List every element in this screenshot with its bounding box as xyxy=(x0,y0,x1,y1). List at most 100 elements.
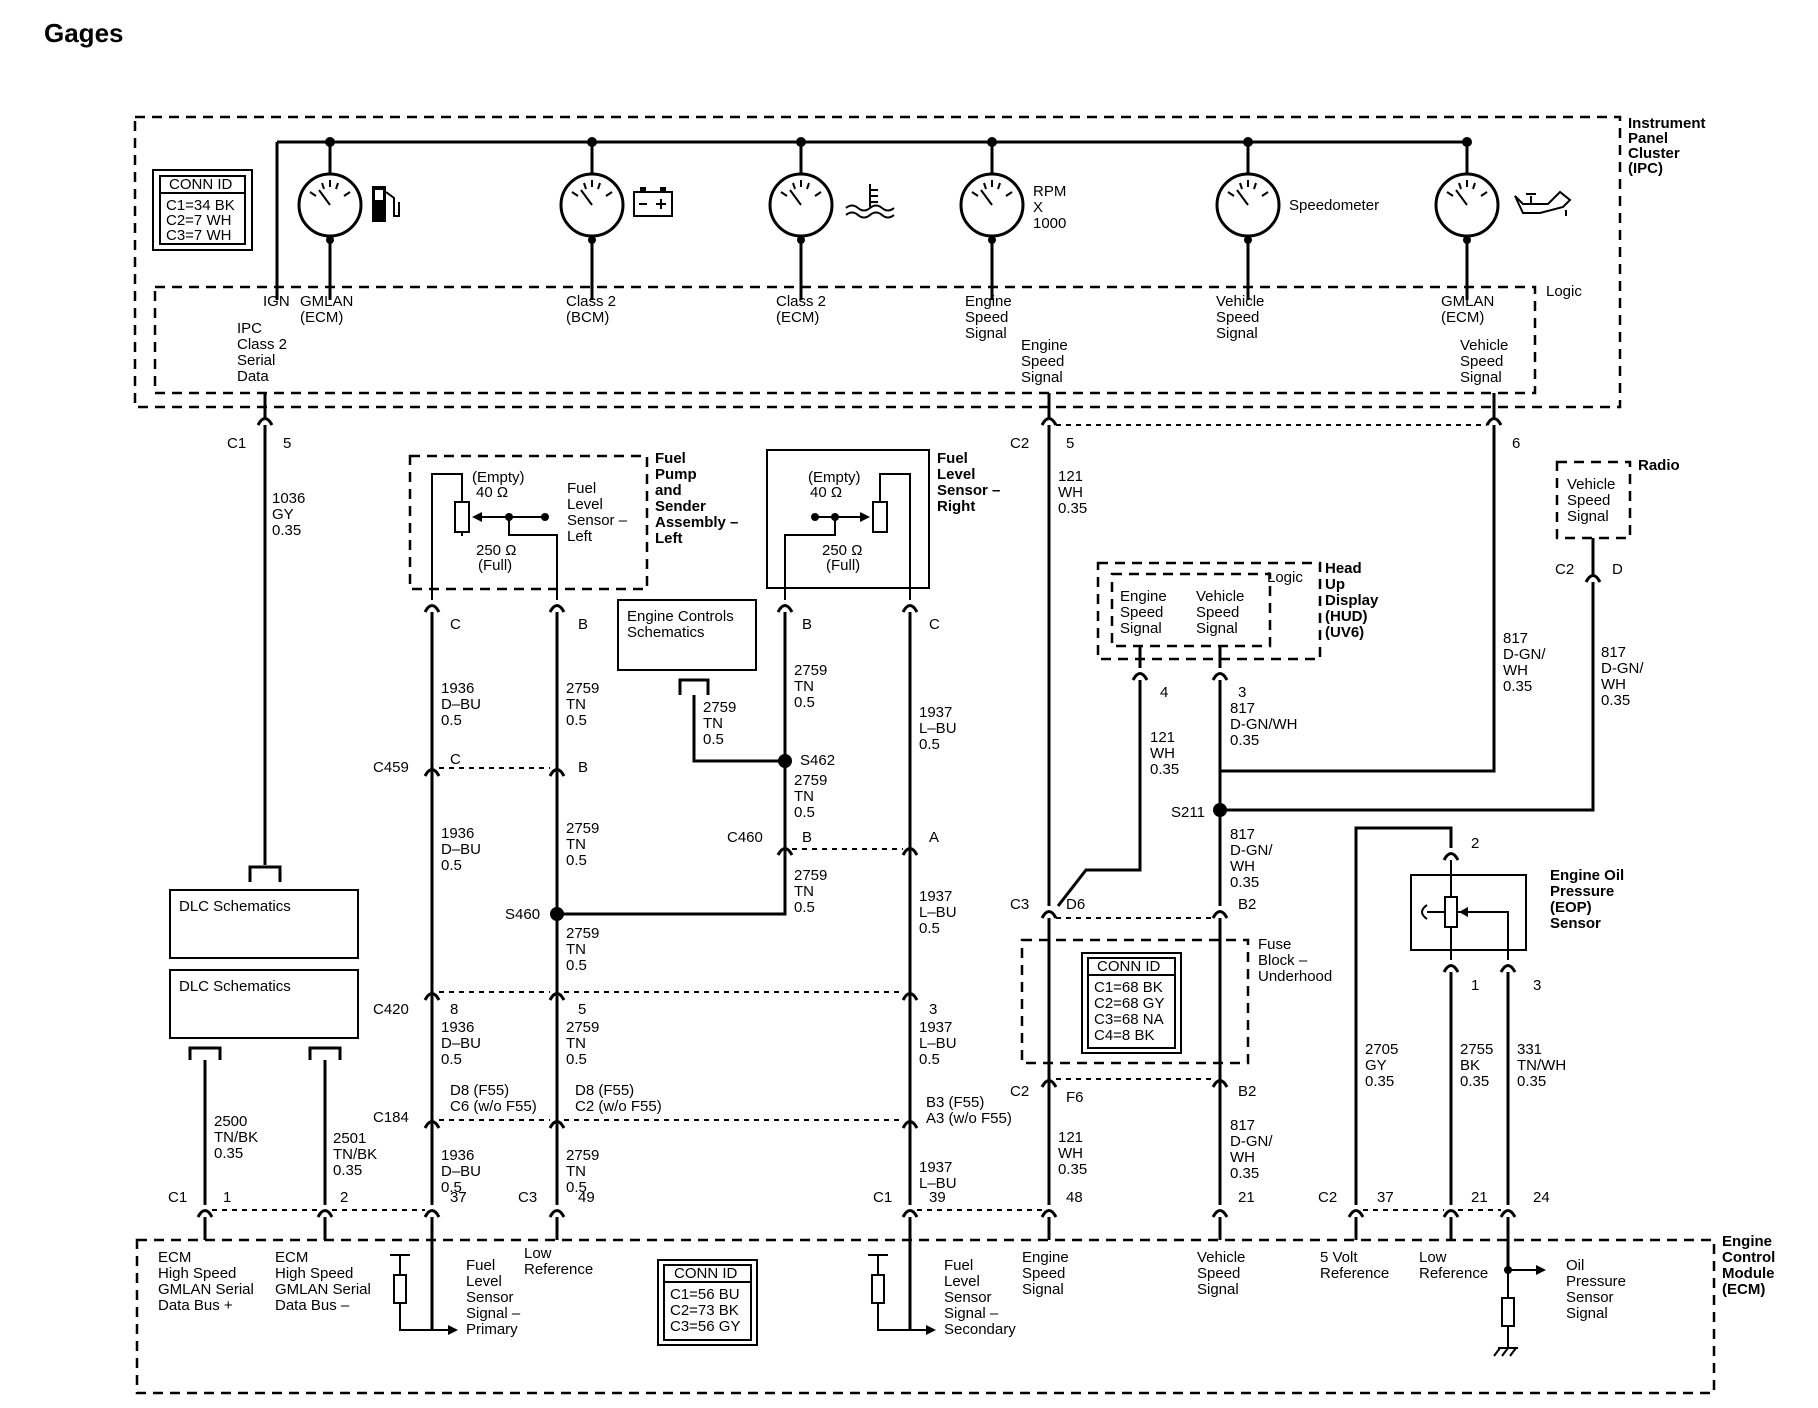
svg-text:B: B xyxy=(578,616,588,633)
svg-text:Speed: Speed xyxy=(1021,353,1064,370)
svg-text:C1=56 BU: C1=56 BU xyxy=(670,1286,740,1303)
fuel-right-pin-b: B xyxy=(776,604,812,633)
fuel-level-sensor-left: (Empty) 40 Ω 250 Ω (Full) Fuel Level Sen… xyxy=(431,469,628,600)
svg-text:2: 2 xyxy=(340,1189,348,1206)
gmlan-ecm-label-2: GMLAN (ECM) xyxy=(1441,293,1494,326)
svg-text:Cluster: Cluster xyxy=(1628,145,1680,162)
svg-text:C3=7 WH: C3=7 WH xyxy=(166,227,231,244)
svg-text:GY: GY xyxy=(1365,1057,1387,1074)
svg-text:0.5: 0.5 xyxy=(703,731,724,748)
svg-text:3: 3 xyxy=(1238,684,1246,701)
svg-text:1937: 1937 xyxy=(919,1159,952,1176)
svg-text:5: 5 xyxy=(283,435,291,452)
tachometer-gauge: RPM X 1000 xyxy=(959,137,1066,300)
svg-text:0.35: 0.35 xyxy=(1517,1073,1546,1090)
svg-text:Sensor –: Sensor – xyxy=(937,482,1000,499)
dlc-connector-top xyxy=(248,865,282,882)
svg-text:WH: WH xyxy=(1058,484,1083,501)
svg-text:2759: 2759 xyxy=(794,662,827,679)
wire-2759-label-d: 2759 TN 0.5 xyxy=(566,1147,599,1196)
wire-2759-label-fr: 2759 TN 0.5 xyxy=(794,662,827,711)
splice-s462-label: S462 xyxy=(800,752,835,769)
svg-text:GY: GY xyxy=(272,506,294,523)
svg-text:0.5: 0.5 xyxy=(441,1179,462,1196)
ecm-low-reference-label-2: Low Reference xyxy=(1419,1249,1488,1282)
svg-text:2500: 2500 xyxy=(214,1113,247,1130)
speedometer-gauge: Speedometer xyxy=(1215,137,1379,300)
svg-text:Sensor: Sensor xyxy=(466,1289,514,1306)
svg-text:2759: 2759 xyxy=(794,772,827,789)
svg-text:B: B xyxy=(802,616,812,633)
svg-text:Head: Head xyxy=(1325,560,1362,577)
svg-text:C184: C184 xyxy=(373,1109,409,1126)
dlc-connector-bottom-2 xyxy=(308,1046,342,1060)
coolant-temp-gauge-icon xyxy=(845,184,895,219)
splice-s462 xyxy=(778,754,792,768)
wire-1936-label-d: 1936 D–BU 0.5 xyxy=(441,1147,481,1196)
svg-text:Instrument: Instrument xyxy=(1628,115,1706,132)
svg-text:Module: Module xyxy=(1722,1265,1775,1282)
svg-text:817: 817 xyxy=(1230,1117,1255,1134)
svg-text:0.5: 0.5 xyxy=(441,1051,462,1068)
svg-text:C2=7 WH: C2=7 WH xyxy=(166,212,231,229)
svg-text:Secondary: Secondary xyxy=(944,1321,1016,1338)
svg-text:IPC: IPC xyxy=(237,320,262,337)
fuel-level-sensor-right: (Empty) 40 Ω 250 Ω (Full) xyxy=(784,469,911,600)
eop-pin-1: 1 xyxy=(1442,964,1479,994)
svg-text:Underhood: Underhood xyxy=(1258,968,1332,985)
wire-817-label-c: 817 D-GN/WH 0.35 xyxy=(1230,700,1298,749)
svg-text:0.5: 0.5 xyxy=(441,712,462,729)
wire-2705-gy xyxy=(1354,826,1453,1205)
svg-text:D-GN/: D-GN/ xyxy=(1601,660,1644,677)
svg-text:(ECM): (ECM) xyxy=(776,309,819,326)
svg-text:Speed: Speed xyxy=(1460,353,1503,370)
svg-text:CONN ID: CONN ID xyxy=(1097,958,1161,975)
svg-text:Level: Level xyxy=(466,1273,502,1290)
wire-817-label-a: 817 D-GN/ WH 0.35 xyxy=(1503,630,1546,695)
svg-text:D8 (F55): D8 (F55) xyxy=(575,1082,634,1099)
eop-sensor-internals xyxy=(1421,860,1509,960)
wire-2501-label: 2501 TN/BK 0.35 xyxy=(333,1130,377,1179)
wire-2759-s462-label: 2759 TN 0.5 xyxy=(794,772,827,821)
svg-text:Engine: Engine xyxy=(965,293,1012,310)
svg-text:121: 121 xyxy=(1058,468,1083,485)
svg-text:817: 817 xyxy=(1230,700,1255,717)
fuel-left-pin-b: B xyxy=(548,604,588,633)
ecm-vehicle-speed-label: Vehicle Speed Signal xyxy=(1197,1249,1245,1298)
svg-text:D: D xyxy=(1612,561,1623,578)
ipc-conn-id: CONN ID C1=34 BK C2=7 WH C3=7 WH xyxy=(152,169,253,251)
svg-text:2759: 2759 xyxy=(566,1147,599,1164)
svg-text:GMLAN: GMLAN xyxy=(1441,293,1494,310)
svg-text:Assembly –: Assembly – xyxy=(655,514,738,531)
svg-text:Display: Display xyxy=(1325,592,1379,609)
wire-1937-label-c: 1937 L–BU 0.5 xyxy=(919,1019,957,1068)
svg-text:5: 5 xyxy=(578,1001,586,1018)
hud-boundary xyxy=(1096,561,1322,661)
hud-engine-speed-label: Engine Speed Signal xyxy=(1120,588,1167,637)
dlc-schematics-box-2: DLC Schematics xyxy=(169,969,359,1039)
svg-text:0.5: 0.5 xyxy=(919,1051,940,1068)
splice-s211 xyxy=(1213,803,1227,817)
fuse-b2-bottom-connector: B2 xyxy=(1211,1079,1256,1100)
engine-controls-connector xyxy=(678,678,710,695)
svg-text:Fuel: Fuel xyxy=(937,450,968,467)
svg-text:Serial: Serial xyxy=(237,352,275,369)
svg-text:0.5: 0.5 xyxy=(566,957,587,974)
ecm-engine-speed-label: Engine Speed Signal xyxy=(1022,1249,1069,1298)
svg-text:Primary: Primary xyxy=(466,1321,518,1338)
svg-text:Signal: Signal xyxy=(1021,369,1063,386)
ipc-class2-serial-label: IPC Class 2 Serial Data xyxy=(237,320,287,385)
gmlan-ecm-label-1: GMLAN (ECM) xyxy=(300,293,353,326)
svg-text:C3=68 NA: C3=68 NA xyxy=(1094,1011,1164,1028)
svg-text:Sensor: Sensor xyxy=(1566,1289,1614,1306)
fuel-gauge xyxy=(297,137,400,300)
svg-text:TN/BK: TN/BK xyxy=(214,1129,258,1146)
svg-text:Engine Oil: Engine Oil xyxy=(1550,867,1624,884)
radio-boundary xyxy=(1555,460,1632,540)
svg-text:0.35: 0.35 xyxy=(1365,1073,1394,1090)
svg-text:(EOP): (EOP) xyxy=(1550,899,1592,916)
svg-text:Signal: Signal xyxy=(1197,1281,1239,1298)
ecm-gmlan-plus-label: ECM High Speed GMLAN Serial Data Bus + xyxy=(158,1249,254,1314)
svg-text:A: A xyxy=(929,829,939,846)
svg-text:817: 817 xyxy=(1230,826,1255,843)
